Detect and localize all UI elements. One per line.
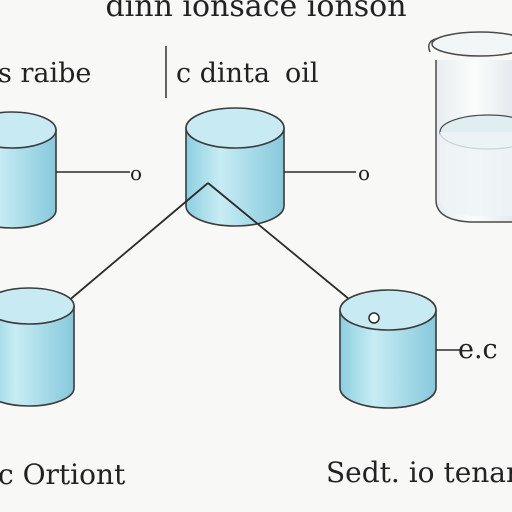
right-label: e.c — [458, 334, 498, 365]
cylinder-bottom-left — [0, 287, 75, 407]
cylinder-bottom-right — [339, 289, 437, 409]
box-label: o — [130, 161, 142, 185]
bottom-label-left: c Ortiont — [0, 458, 126, 491]
header-center-suffix: oil — [285, 58, 319, 89]
beaker-icon — [428, 31, 512, 223]
diagonal-line-left — [59, 182, 209, 309]
bottom-label-right: Sedt. io tenan — [326, 456, 512, 489]
circle-label: o — [358, 161, 370, 185]
cylinder-top-left — [0, 111, 57, 229]
header-left: s raibe — [0, 58, 91, 89]
header-center: c dinta — [176, 58, 270, 89]
cylinder-top-center — [185, 107, 285, 227]
diagonal-line-right — [207, 182, 373, 319]
connection-node — [368, 312, 380, 324]
diagram-title: dinn ionsace ionson — [105, 0, 406, 24]
